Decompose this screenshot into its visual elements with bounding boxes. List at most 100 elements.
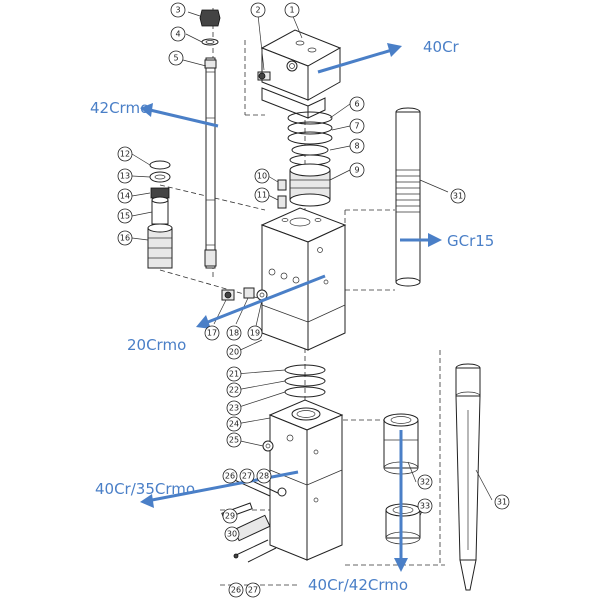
- callout-number: 10: [257, 172, 267, 181]
- callout-3: 3: [170, 2, 186, 18]
- callout-circle: [349, 138, 365, 154]
- part-25-plug: [262, 440, 274, 452]
- callout-circle: [117, 208, 133, 224]
- callout-25: 25: [226, 432, 242, 448]
- callout-number: 21: [229, 370, 239, 379]
- callout-circle: [256, 468, 272, 484]
- material-label-40cr: 40Cr: [423, 38, 460, 56]
- callout-circle: [204, 325, 220, 341]
- callout-circle: [117, 146, 133, 162]
- callout-number: 9: [354, 166, 359, 175]
- callout-number: 33: [420, 502, 430, 511]
- part-2-fitting: [257, 71, 271, 81]
- callout-leaders: [131, 11, 493, 517]
- material-label-20crmo: 20Crmo: [127, 336, 186, 354]
- callout-number: 29: [225, 512, 235, 521]
- callout-32: 32: [417, 474, 433, 490]
- callout-number: 31: [497, 498, 507, 507]
- callout-circle: [117, 230, 133, 246]
- callout-number: 23: [229, 404, 239, 413]
- callout-circle: [117, 188, 133, 204]
- callout-23: 23: [226, 400, 242, 416]
- callout-number: 15: [120, 212, 130, 221]
- callout-1: 1: [284, 2, 300, 18]
- callout-27: 27: [245, 582, 261, 598]
- callout-number: 18: [229, 329, 239, 338]
- callout-10: 10: [254, 168, 270, 184]
- callout-20: 20: [226, 344, 242, 360]
- callout-circle: [349, 96, 365, 112]
- callout-circle: [226, 432, 242, 448]
- callout-circle: [450, 188, 466, 204]
- callout-number: 11: [257, 191, 267, 200]
- callout-18: 18: [226, 325, 242, 341]
- callout-number: 26: [231, 586, 241, 595]
- callout-14: 14: [117, 188, 133, 204]
- callout-33: 33: [417, 498, 433, 514]
- callout-11: 11: [254, 187, 270, 203]
- callout-6: 6: [349, 96, 365, 112]
- callout-circle: [226, 400, 242, 416]
- callout-circle: [226, 416, 242, 432]
- callout-circle: [222, 508, 238, 524]
- part-30-sleeve: [233, 514, 271, 542]
- callout-15: 15: [117, 208, 133, 224]
- callout-number: 27: [242, 472, 252, 481]
- part-4-washer: [201, 38, 219, 46]
- callout-9: 9: [349, 162, 365, 178]
- callout-16: 16: [117, 230, 133, 246]
- callout-circle: [222, 468, 238, 484]
- callout-circle: [239, 468, 255, 484]
- callout-number: 20: [229, 348, 239, 357]
- callout-number: 3: [175, 6, 180, 15]
- callout-19: 19: [247, 325, 263, 341]
- part-26-27-lower-pins: [233, 539, 277, 563]
- callout-22: 22: [226, 382, 242, 398]
- material-labels: 40Cr 42Crmo GCr15 20Crmo 40Cr/35Crmo 40C…: [90, 38, 494, 594]
- material-label-gcr15: GCr15: [447, 232, 494, 250]
- material-label-40cr-42crmo: 40Cr/42Crmo: [308, 576, 408, 594]
- callout-number: 32: [420, 478, 430, 487]
- callout-circle: [284, 2, 300, 18]
- part-10-11-plugs: [277, 179, 287, 209]
- callout-number: 2: [255, 6, 260, 15]
- callout-5: 5: [168, 50, 184, 66]
- callout-2: 2: [250, 2, 266, 18]
- callout-number: 30: [227, 530, 237, 539]
- callout-circle: [226, 325, 242, 341]
- callout-circle: [349, 162, 365, 178]
- callout-number: 5: [173, 54, 178, 63]
- callout-21: 21: [226, 366, 242, 382]
- callout-circle: [254, 187, 270, 203]
- callout-circle: [224, 526, 240, 542]
- callout-number: 6: [354, 100, 359, 109]
- callout-number: 26: [225, 472, 235, 481]
- callout-13: 13: [117, 168, 133, 184]
- callout-circle: [417, 498, 433, 514]
- callout-8: 8: [349, 138, 365, 154]
- material-arrows: [140, 43, 442, 572]
- callout-number: 27: [248, 586, 258, 595]
- callout-30: 30: [224, 526, 240, 542]
- callout-circle: [226, 344, 242, 360]
- callout-number: 12: [120, 150, 130, 159]
- callout-number: 8: [354, 142, 359, 151]
- part-33-bushing: [385, 503, 421, 545]
- callout-number: 7: [354, 122, 359, 131]
- callout-circle: [494, 494, 510, 510]
- callout-27: 27: [239, 468, 255, 484]
- material-label-40cr-35crmo: 40Cr/35Crmo: [95, 480, 195, 498]
- callout-circle: [417, 474, 433, 490]
- callout-7: 7: [349, 118, 365, 134]
- callout-number: 28: [259, 472, 269, 481]
- callout-circle: [170, 2, 186, 18]
- callout-circle: [349, 118, 365, 134]
- part-9-piston: [289, 163, 331, 207]
- callout-4: 4: [170, 26, 186, 42]
- callout-31: 31: [450, 188, 466, 204]
- callout-circle: [117, 168, 133, 184]
- part-31-piston-rod: [395, 107, 421, 287]
- callout-circle: [228, 582, 244, 598]
- callout-17: 17: [204, 325, 220, 341]
